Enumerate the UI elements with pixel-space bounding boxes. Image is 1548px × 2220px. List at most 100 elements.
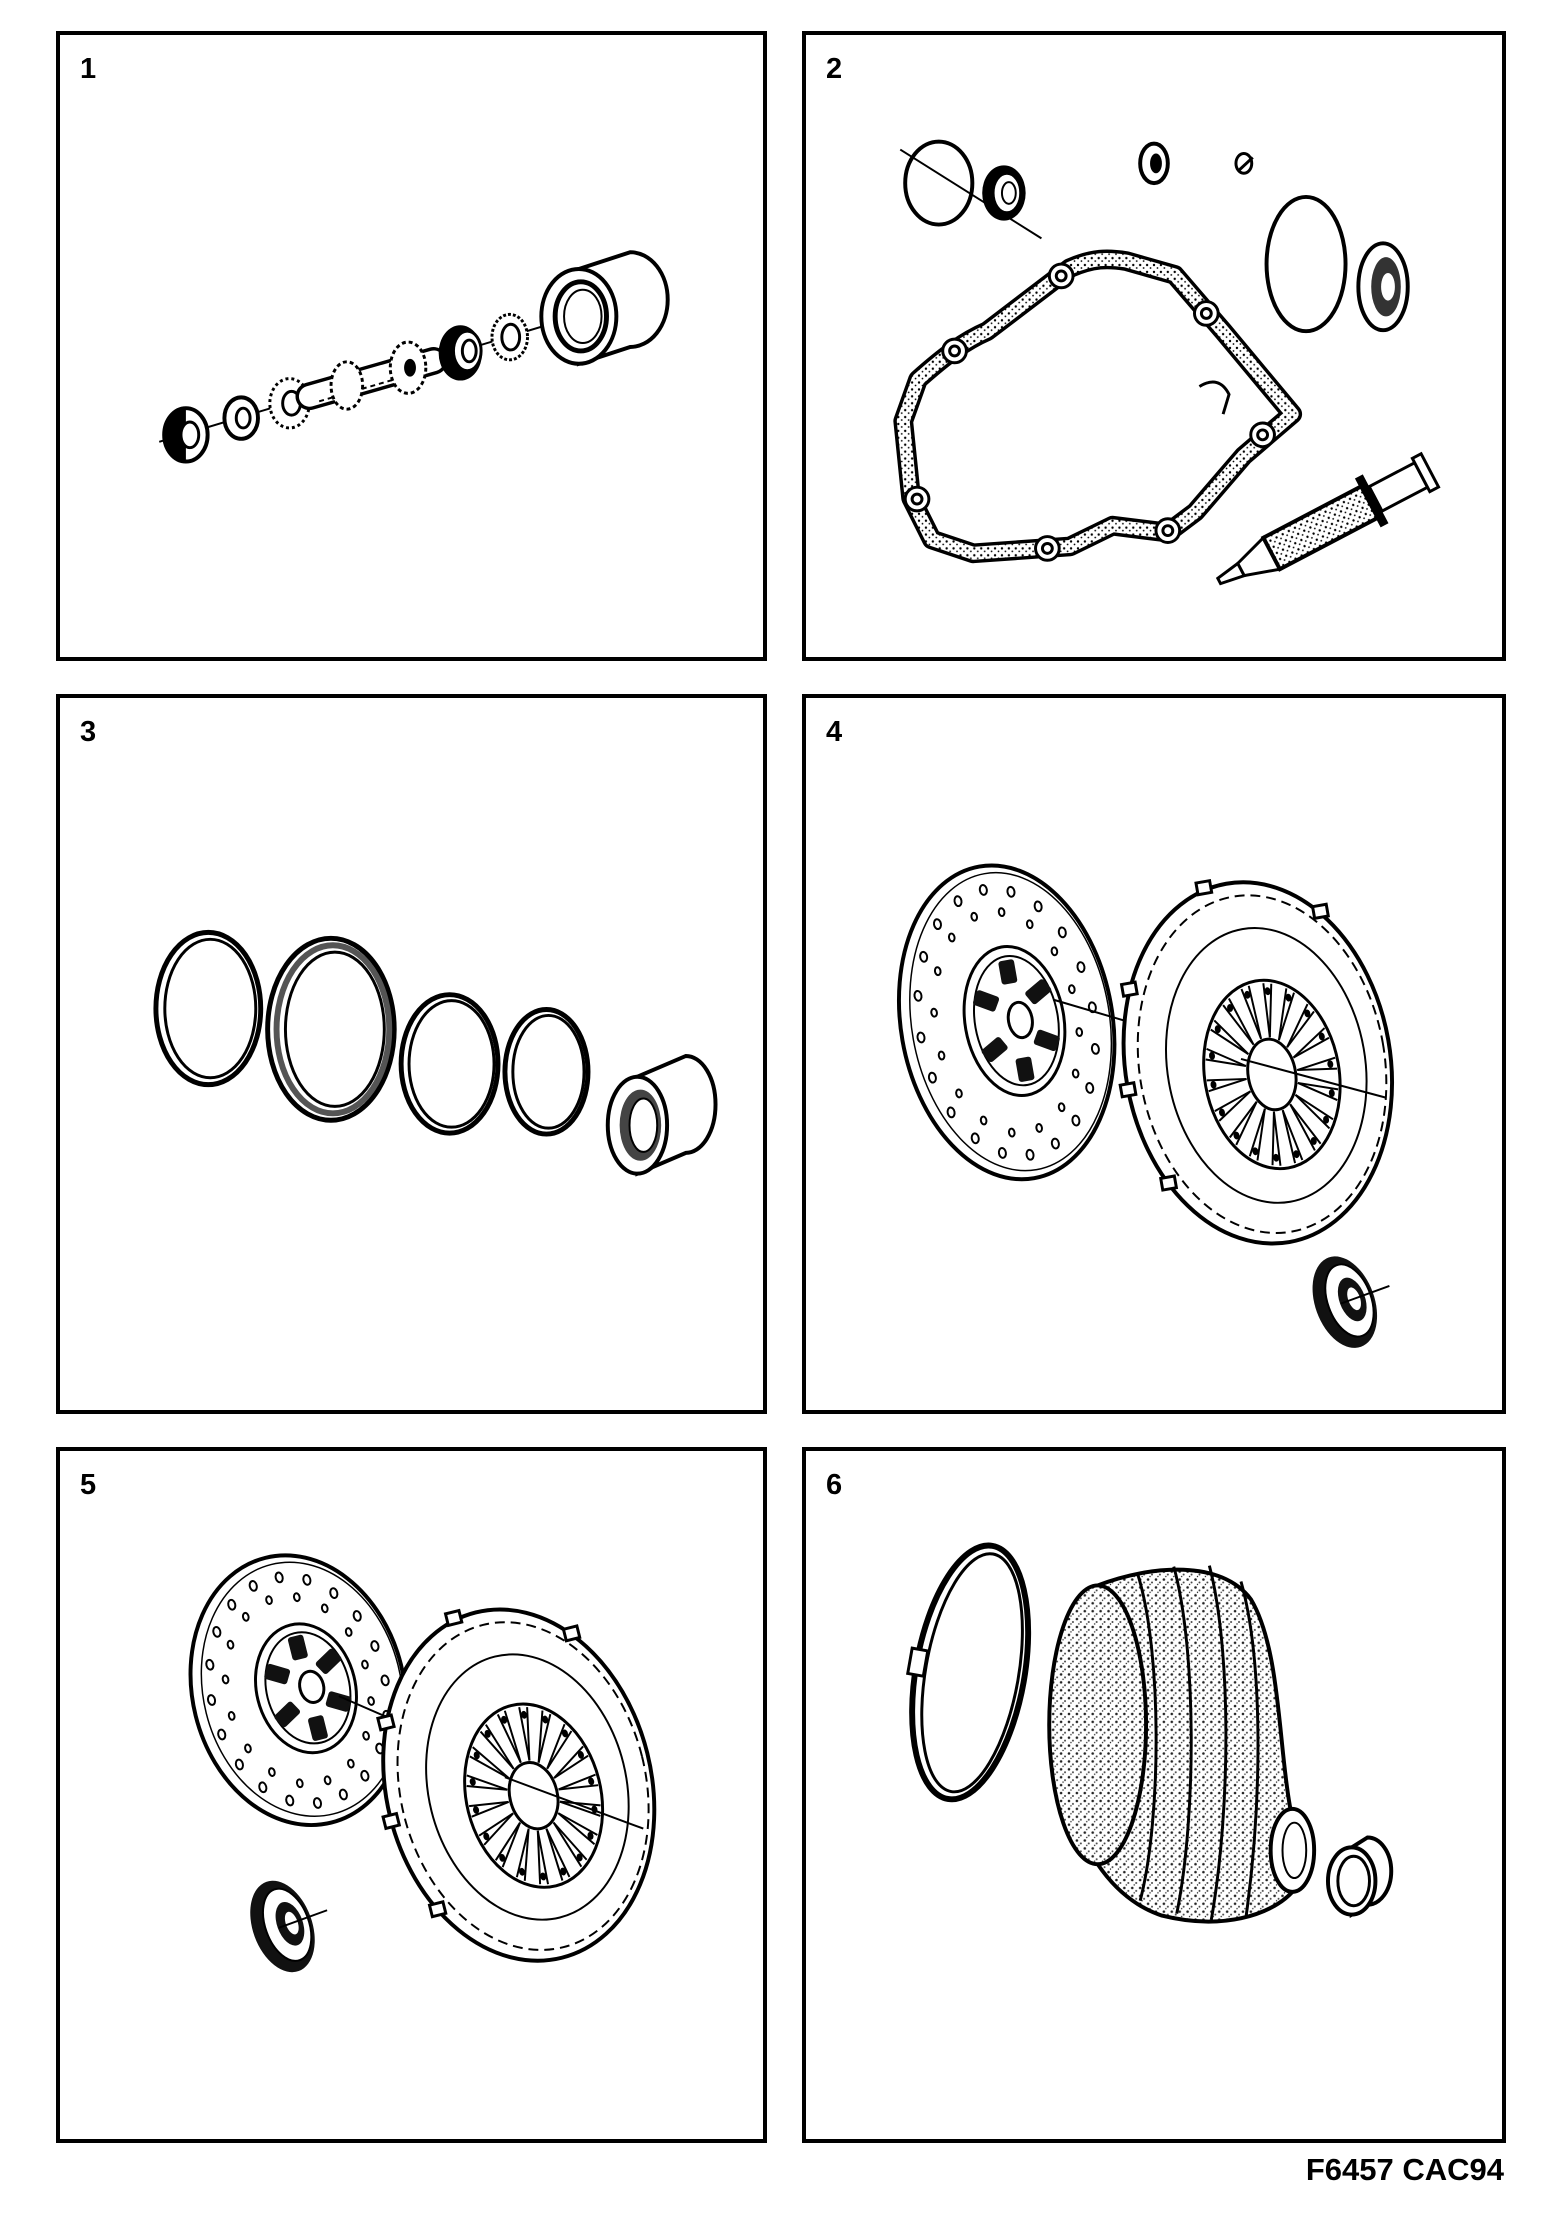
- diaphragm-finger-edge: [557, 1812, 598, 1836]
- panel-number: 2: [826, 53, 843, 85]
- disc-rivet-hole: [347, 1758, 355, 1769]
- diaphragm-finger-edge: [471, 1800, 510, 1818]
- disc-rivet-hole: [217, 1728, 227, 1741]
- disc-rivet-hole: [1090, 1042, 1100, 1055]
- diaphragm-finger-edge: [472, 1746, 510, 1780]
- diaphragm-finger-slot: [561, 1729, 568, 1738]
- diaphragm-finger-edge: [558, 1773, 596, 1791]
- diaphragm-finger-edge: [545, 1828, 571, 1878]
- diaphragm-finger-slot: [518, 1867, 526, 1876]
- damper-spring: [315, 1648, 342, 1674]
- diaphragm-finger-edge: [523, 1828, 530, 1881]
- disc-rivet-hole: [352, 1610, 362, 1622]
- disc-rivet-hole: [329, 1587, 339, 1599]
- diaphragm-finger-edge: [468, 1800, 509, 1808]
- disc-rivet-hole: [970, 1132, 980, 1145]
- axis-line-front: [1240, 1057, 1386, 1099]
- disc-rivet-hole: [268, 1767, 276, 1777]
- diaphragm-finger-edge: [1292, 1027, 1326, 1059]
- diaphragm-finger-edge: [1208, 1077, 1247, 1093]
- clutch-disc: [188, 1553, 409, 1828]
- diaphragm-finger-slot: [588, 1777, 595, 1786]
- diaphragm-finger-edge: [1296, 1056, 1336, 1071]
- disc-rivet-hole: [1076, 961, 1086, 973]
- disc-rivet-hole: [1050, 1137, 1060, 1150]
- damper-spring: [308, 1715, 328, 1741]
- diaphragm-finger-edge: [485, 1724, 515, 1770]
- diaphragm-finger-edge: [1205, 1058, 1247, 1067]
- pressure-plate: [376, 1607, 657, 1963]
- pressure-plate: [1118, 878, 1395, 1246]
- disc-rivet-hole: [937, 1050, 946, 1061]
- diaphragm-finger-slot: [1323, 1115, 1330, 1124]
- diaphragm-finger-edge: [1256, 1108, 1266, 1161]
- diaphragm-finger-edge: [1218, 1090, 1252, 1122]
- diaphragm-finger-edge: [1286, 1003, 1309, 1048]
- disc-rivet-hole: [997, 907, 1006, 918]
- diaphragm-finger-edge: [1286, 1010, 1315, 1048]
- disc-rivet-hole: [212, 1626, 222, 1638]
- panel-number: 3: [80, 716, 97, 748]
- panel-4: 4: [802, 694, 1506, 1414]
- shaft-seal: [1356, 241, 1410, 333]
- disc-holes-inner: [221, 1592, 375, 1789]
- diaphragm-finger-slot: [1318, 1032, 1325, 1041]
- gasket: [893, 249, 1303, 564]
- diaphragm-finger-edge: [1272, 1111, 1282, 1166]
- disc-rivet-hole: [1071, 1114, 1081, 1127]
- disc-rivet-hole: [302, 1574, 312, 1586]
- disc-rivet-hole: [265, 1595, 273, 1606]
- diaphragm-finger-edge: [501, 1822, 521, 1868]
- diaphragm-finger-slot: [483, 1832, 490, 1841]
- diaphragm-finger-slot: [1328, 1089, 1335, 1098]
- diaphragm-finger-slot: [473, 1751, 480, 1760]
- diaphragm-finger-edge: [558, 1784, 599, 1791]
- disc-rivet-hole: [274, 1571, 284, 1584]
- diaphragm-finger-edge: [1294, 1094, 1331, 1130]
- diaphragm-finger-edge: [494, 1822, 521, 1861]
- diaphragm-finger-slot: [1214, 1025, 1221, 1034]
- diaphragm-finger-edge: [546, 1723, 566, 1770]
- clutch-disc: [896, 863, 1117, 1182]
- damper-spring: [973, 990, 1000, 1012]
- diaphragm-finger-edge: [1294, 1093, 1334, 1121]
- disc-rivet-hole: [344, 1627, 353, 1637]
- disc-holes-inner: [930, 907, 1084, 1138]
- disc-rivet-hole: [1075, 1027, 1084, 1037]
- diaphragm-finger-edge: [537, 1710, 544, 1763]
- diaphragm-finger-slot: [1244, 990, 1251, 999]
- panel-5: 5: [56, 1447, 767, 2143]
- diaphragm-finger-slot: [1327, 1060, 1334, 1069]
- gasket-kit-illustration: [893, 139, 1441, 586]
- diaphragm-finger-slot: [1285, 993, 1292, 1002]
- diaphragm-finger-edge: [518, 1706, 531, 1761]
- disc-rivet-hole: [933, 966, 942, 977]
- o-ring-2: [265, 935, 397, 1123]
- panel-3: 3: [56, 694, 767, 1414]
- diaphragm-finger-slot: [1218, 1108, 1225, 1117]
- plate-tabs: [1118, 878, 1330, 1192]
- disc-rivet-hole: [1025, 919, 1034, 930]
- diaphragm-finger-edge: [479, 1730, 515, 1770]
- damper-spring: [981, 1037, 1008, 1063]
- sealant-tube: [1215, 451, 1441, 586]
- disc-rivet-hole: [362, 1730, 370, 1741]
- o-ring: [903, 139, 975, 227]
- disc-rivet-hole: [248, 1580, 258, 1592]
- damper-spring: [1033, 1029, 1060, 1052]
- diaphragm-finger-edge: [1213, 1019, 1250, 1055]
- disc-rivet-hole: [370, 1640, 380, 1652]
- bearing-right: [438, 325, 483, 381]
- diaphragm-finger-edge: [1297, 1081, 1339, 1091]
- disc-rivet-hole: [1033, 900, 1043, 913]
- disc-rivet-hole: [295, 1778, 304, 1789]
- damper-spring: [1025, 979, 1052, 1005]
- clutch-kit-illustration: [188, 1553, 657, 1973]
- disc-rivet-hole: [1007, 1127, 1016, 1138]
- diaphragm-finger-edge: [557, 1812, 596, 1846]
- diaphragm-finger-edge: [515, 1828, 530, 1878]
- diaphragm-finger-slot: [1233, 1131, 1240, 1140]
- o-ring-4: [502, 1007, 591, 1137]
- disc-rivet-hole: [227, 1711, 236, 1721]
- disc-rivet-hole: [320, 1603, 329, 1614]
